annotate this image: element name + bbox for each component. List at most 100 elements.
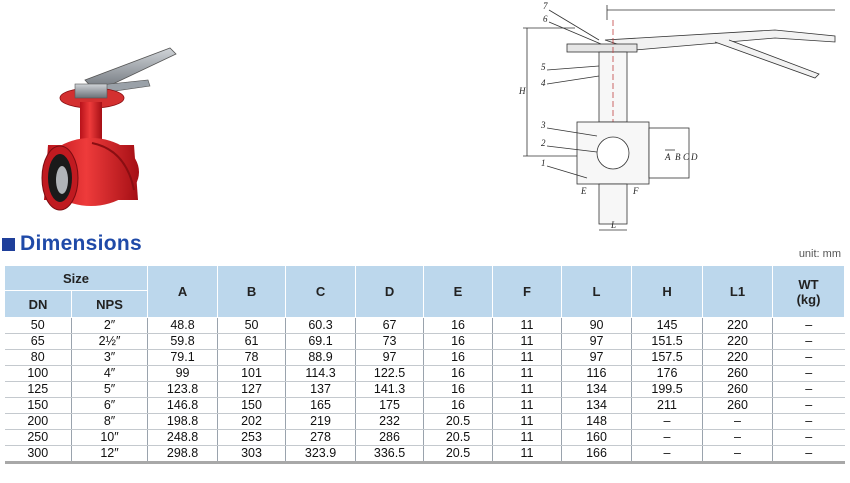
table-cell: 90 — [561, 317, 633, 334]
table-cell: 248.8 — [147, 429, 219, 446]
column-header: WT (kg) — [772, 265, 846, 318]
table-cell: 250 — [4, 429, 72, 446]
table-cell: 141.3 — [355, 381, 425, 398]
table-cell: – — [631, 429, 704, 446]
table-cell: 11 — [492, 429, 563, 446]
table-cell: 260 — [702, 381, 774, 398]
table-cell: 146.8 — [147, 397, 219, 414]
label-3: 3 — [540, 120, 546, 130]
table-cell: 11 — [492, 397, 563, 414]
table-cell: 50 — [217, 317, 287, 334]
label-e: E — [580, 186, 587, 196]
table-cell: 12″ — [71, 445, 149, 464]
label-6: 6 — [543, 14, 548, 24]
label-5: 5 — [541, 62, 546, 72]
table-cell: 232 — [355, 413, 425, 430]
table-cell: 303 — [217, 445, 287, 464]
table-cell: 16 — [423, 381, 494, 398]
table-cell: 16 — [423, 397, 494, 414]
table-cell: 16 — [423, 365, 494, 382]
label-h: H — [518, 86, 526, 96]
table-cell: 2″ — [71, 317, 149, 334]
table-cell: 336.5 — [355, 445, 425, 464]
label-1: 1 — [541, 158, 546, 168]
label-l: L — [610, 220, 616, 230]
table-cell: 60.3 — [285, 317, 357, 334]
column-header: L1 — [702, 265, 774, 318]
table-cell: 50 — [4, 317, 72, 334]
table-cell: – — [772, 397, 845, 414]
table-cell: 198.8 — [147, 413, 219, 430]
table-cell: 20.5 — [423, 445, 494, 464]
table-cell: 200 — [4, 413, 72, 430]
table-cell: 150 — [217, 397, 287, 414]
table-cell: 73 — [355, 333, 425, 350]
table-cell: 116 — [561, 365, 633, 382]
table-cell: 219 — [285, 413, 357, 430]
table-cell: 59.8 — [147, 333, 219, 350]
table-cell: 8″ — [71, 413, 149, 430]
table-cell: 220 — [702, 333, 774, 350]
label-2: 2 — [541, 138, 546, 148]
table-cell: 253 — [217, 429, 287, 446]
table-cell: 67 — [355, 317, 425, 334]
table-cell: 2½″ — [71, 333, 149, 350]
column-header-nps: NPS — [70, 290, 149, 318]
table-cell: 160 — [561, 429, 633, 446]
table-cell: – — [772, 333, 845, 350]
label-c: C — [683, 152, 690, 162]
valve-section-drawing: 7 6 5 4 3 2 1 H L F E B C D A — [518, 1, 836, 231]
table-cell: 6″ — [71, 397, 149, 414]
table-cell: 100 — [4, 365, 72, 382]
table-cell: – — [702, 429, 774, 446]
table-cell: 114.3 — [285, 365, 357, 382]
table-cell: 220 — [702, 317, 774, 334]
table-cell: 80 — [4, 349, 72, 366]
table-cell: 157.5 — [631, 349, 704, 366]
table-cell: 78 — [217, 349, 287, 366]
table-cell: 4″ — [71, 365, 149, 382]
table-cell: – — [772, 317, 845, 334]
label-f: F — [632, 186, 639, 196]
label-4: 4 — [541, 78, 546, 88]
column-header-dn: DN — [4, 290, 72, 318]
table-cell: 202 — [217, 413, 287, 430]
column-header-size: Size — [3, 265, 149, 291]
table-cell: 323.9 — [285, 445, 357, 464]
table-cell: 165 — [285, 397, 357, 414]
header-area: 7 6 5 4 3 2 1 H L F E B C D A — [0, 0, 850, 231]
table-cell: 61 — [217, 333, 287, 350]
table-cell: 101 — [217, 365, 287, 382]
table-cell: 65 — [4, 333, 72, 350]
label-a: A — [664, 152, 671, 162]
table-cell: 175 — [355, 397, 425, 414]
table-cell: 127 — [217, 381, 287, 398]
table-cell: 11 — [492, 365, 563, 382]
table-cell: 145 — [631, 317, 704, 334]
table-cell: 150 — [4, 397, 72, 414]
table-cell: 11 — [492, 333, 563, 350]
table-cell: 10″ — [71, 429, 149, 446]
table-cell: 3″ — [71, 349, 149, 366]
column-header: C — [285, 265, 357, 318]
table-cell: 11 — [492, 317, 563, 334]
column-header: E — [423, 265, 494, 318]
table-cell: 166 — [561, 445, 633, 464]
table-cell: 148 — [561, 413, 633, 430]
label-7: 7 — [543, 1, 548, 11]
valve-photo — [41, 47, 177, 211]
table-cell: 11 — [492, 381, 563, 398]
table-cell: 125 — [4, 381, 72, 398]
table-cell: 137 — [285, 381, 357, 398]
table-cell: 99 — [147, 365, 219, 382]
table-cell: 298.8 — [147, 445, 219, 464]
table-cell: – — [772, 445, 845, 464]
